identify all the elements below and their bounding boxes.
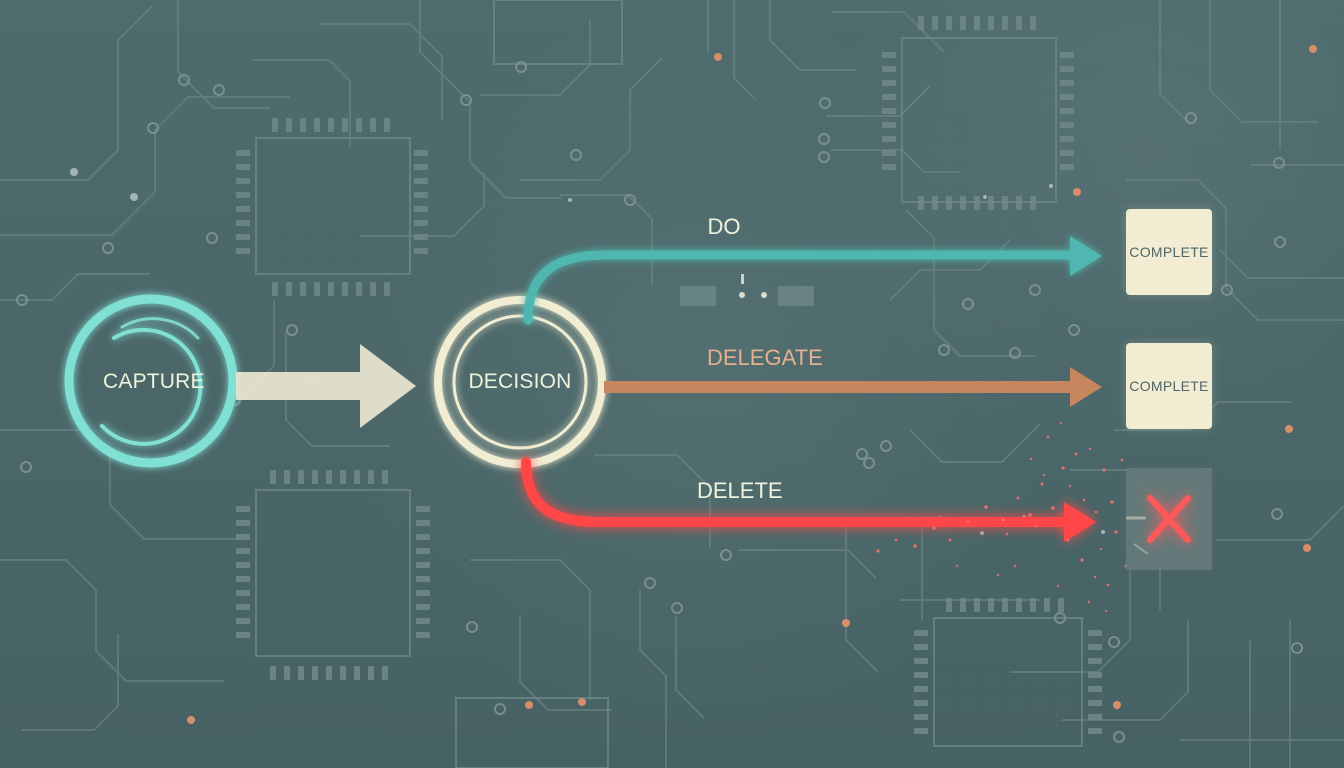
- delegate-branch-path: [604, 367, 1102, 407]
- delegate-complete-label: COMPLETE: [1129, 378, 1209, 394]
- x-icon: [1126, 495, 1191, 555]
- capture-node-graphic: [64, 294, 238, 468]
- orange-nodes: [187, 45, 1317, 724]
- do-complete-box: COMPLETE: [1126, 209, 1212, 295]
- decision-node-graphic: [434, 296, 606, 468]
- delete-result-box: [1126, 468, 1212, 570]
- do-branch-path: [523, 236, 1102, 325]
- capture-to-decision-arrow: [236, 344, 416, 428]
- delegate-complete-box: COMPLETE: [1126, 343, 1212, 429]
- delete-particles: [876, 421, 1128, 613]
- small-particles: [70, 168, 1105, 535]
- chip-outlines: [255, 0, 1083, 768]
- center-chips: [680, 274, 814, 306]
- do-complete-label: COMPLETE: [1129, 244, 1209, 260]
- delete-branch-path: [521, 457, 1096, 542]
- circuit-nodes: [16, 61, 1303, 743]
- chip-pins: [236, 16, 1102, 734]
